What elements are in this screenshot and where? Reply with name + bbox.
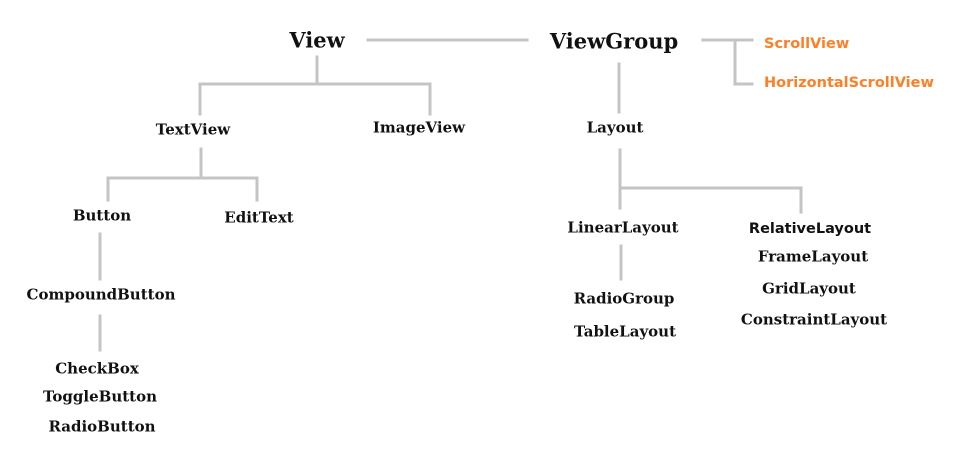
connector-viewgroup-scrollviews [701,38,754,86]
node-togglebutton: ToggleButton [42,387,158,406]
node-view: View [289,27,345,53]
node-radiogroup: RadioGroup [573,289,675,308]
node-scrollview: ScrollView [764,35,850,52]
node-radiobutton: RadioButton [48,417,156,436]
node-relativelayout: RelativeLayout [748,220,872,237]
node-imageview: ImageView [372,118,466,137]
node-compoundbutton: CompoundButton [26,285,176,304]
node-constraintlayout: ConstraintLayout [740,310,888,329]
node-textview: TextView [155,120,231,139]
node-tablelayout: TableLayout [574,322,676,341]
node-horizontalscrollview: HorizontalScrollView [764,74,934,91]
node-viewgroup: ViewGroup [549,28,679,54]
node-edittext: EditText [224,208,294,227]
node-layout: Layout [586,118,644,137]
node-checkbox: CheckBox [55,359,139,378]
node-button: Button [72,206,132,225]
connector-textview-children [106,147,259,202]
connector-view-children [198,55,432,116]
node-gridlayout: GridLayout [762,279,856,298]
node-framelayout: FrameLayout [757,247,869,266]
node-linearlayout: LinearLayout [567,218,679,237]
connector-layout-children [618,148,803,214]
